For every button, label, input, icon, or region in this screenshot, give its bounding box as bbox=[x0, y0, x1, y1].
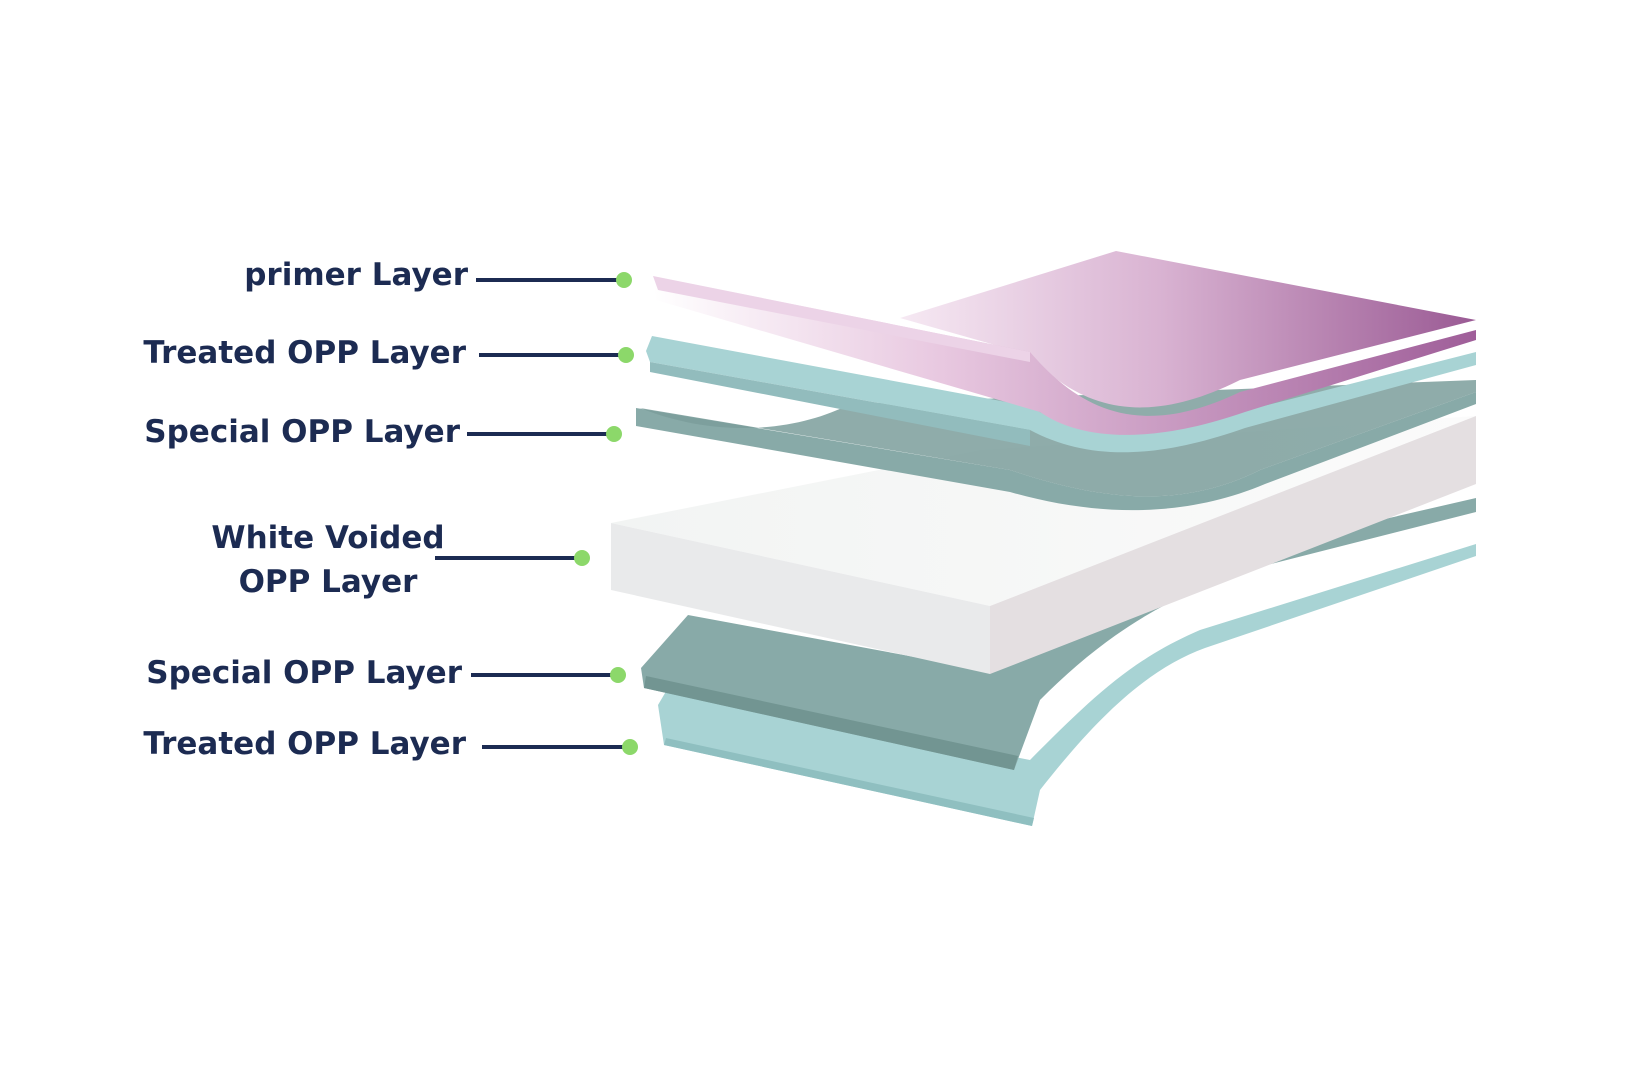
label-special-opp-layer-top: Special OPP Layer bbox=[144, 414, 460, 450]
label-treated-opp-layer-bottom: Treated OPP Layer bbox=[143, 726, 466, 762]
label-treated-opp-layer-top: Treated OPP Layer bbox=[143, 335, 466, 371]
marker-dots bbox=[574, 272, 638, 755]
treated-opp-layer-top bbox=[646, 336, 1476, 453]
marker-dot-white-voided bbox=[574, 550, 590, 566]
leader-lines bbox=[435, 278, 630, 749]
primer-layer bbox=[653, 251, 1476, 435]
marker-dot-special-top bbox=[606, 426, 622, 442]
marker-dot-treated-top bbox=[618, 347, 634, 363]
marker-dot-special-bottom bbox=[610, 667, 626, 683]
label-white-voided-line-2: OPP Layer bbox=[238, 564, 418, 600]
treated-opp-layer-bottom bbox=[658, 544, 1476, 826]
label-white-voided-line-1: White Voided bbox=[211, 520, 445, 556]
label-special-opp-layer-bottom: Special OPP Layer bbox=[146, 655, 462, 691]
marker-dot-primer bbox=[616, 272, 632, 288]
label-primer-layer: primer Layer bbox=[244, 257, 468, 293]
marker-dot-treated-bottom bbox=[622, 739, 638, 755]
